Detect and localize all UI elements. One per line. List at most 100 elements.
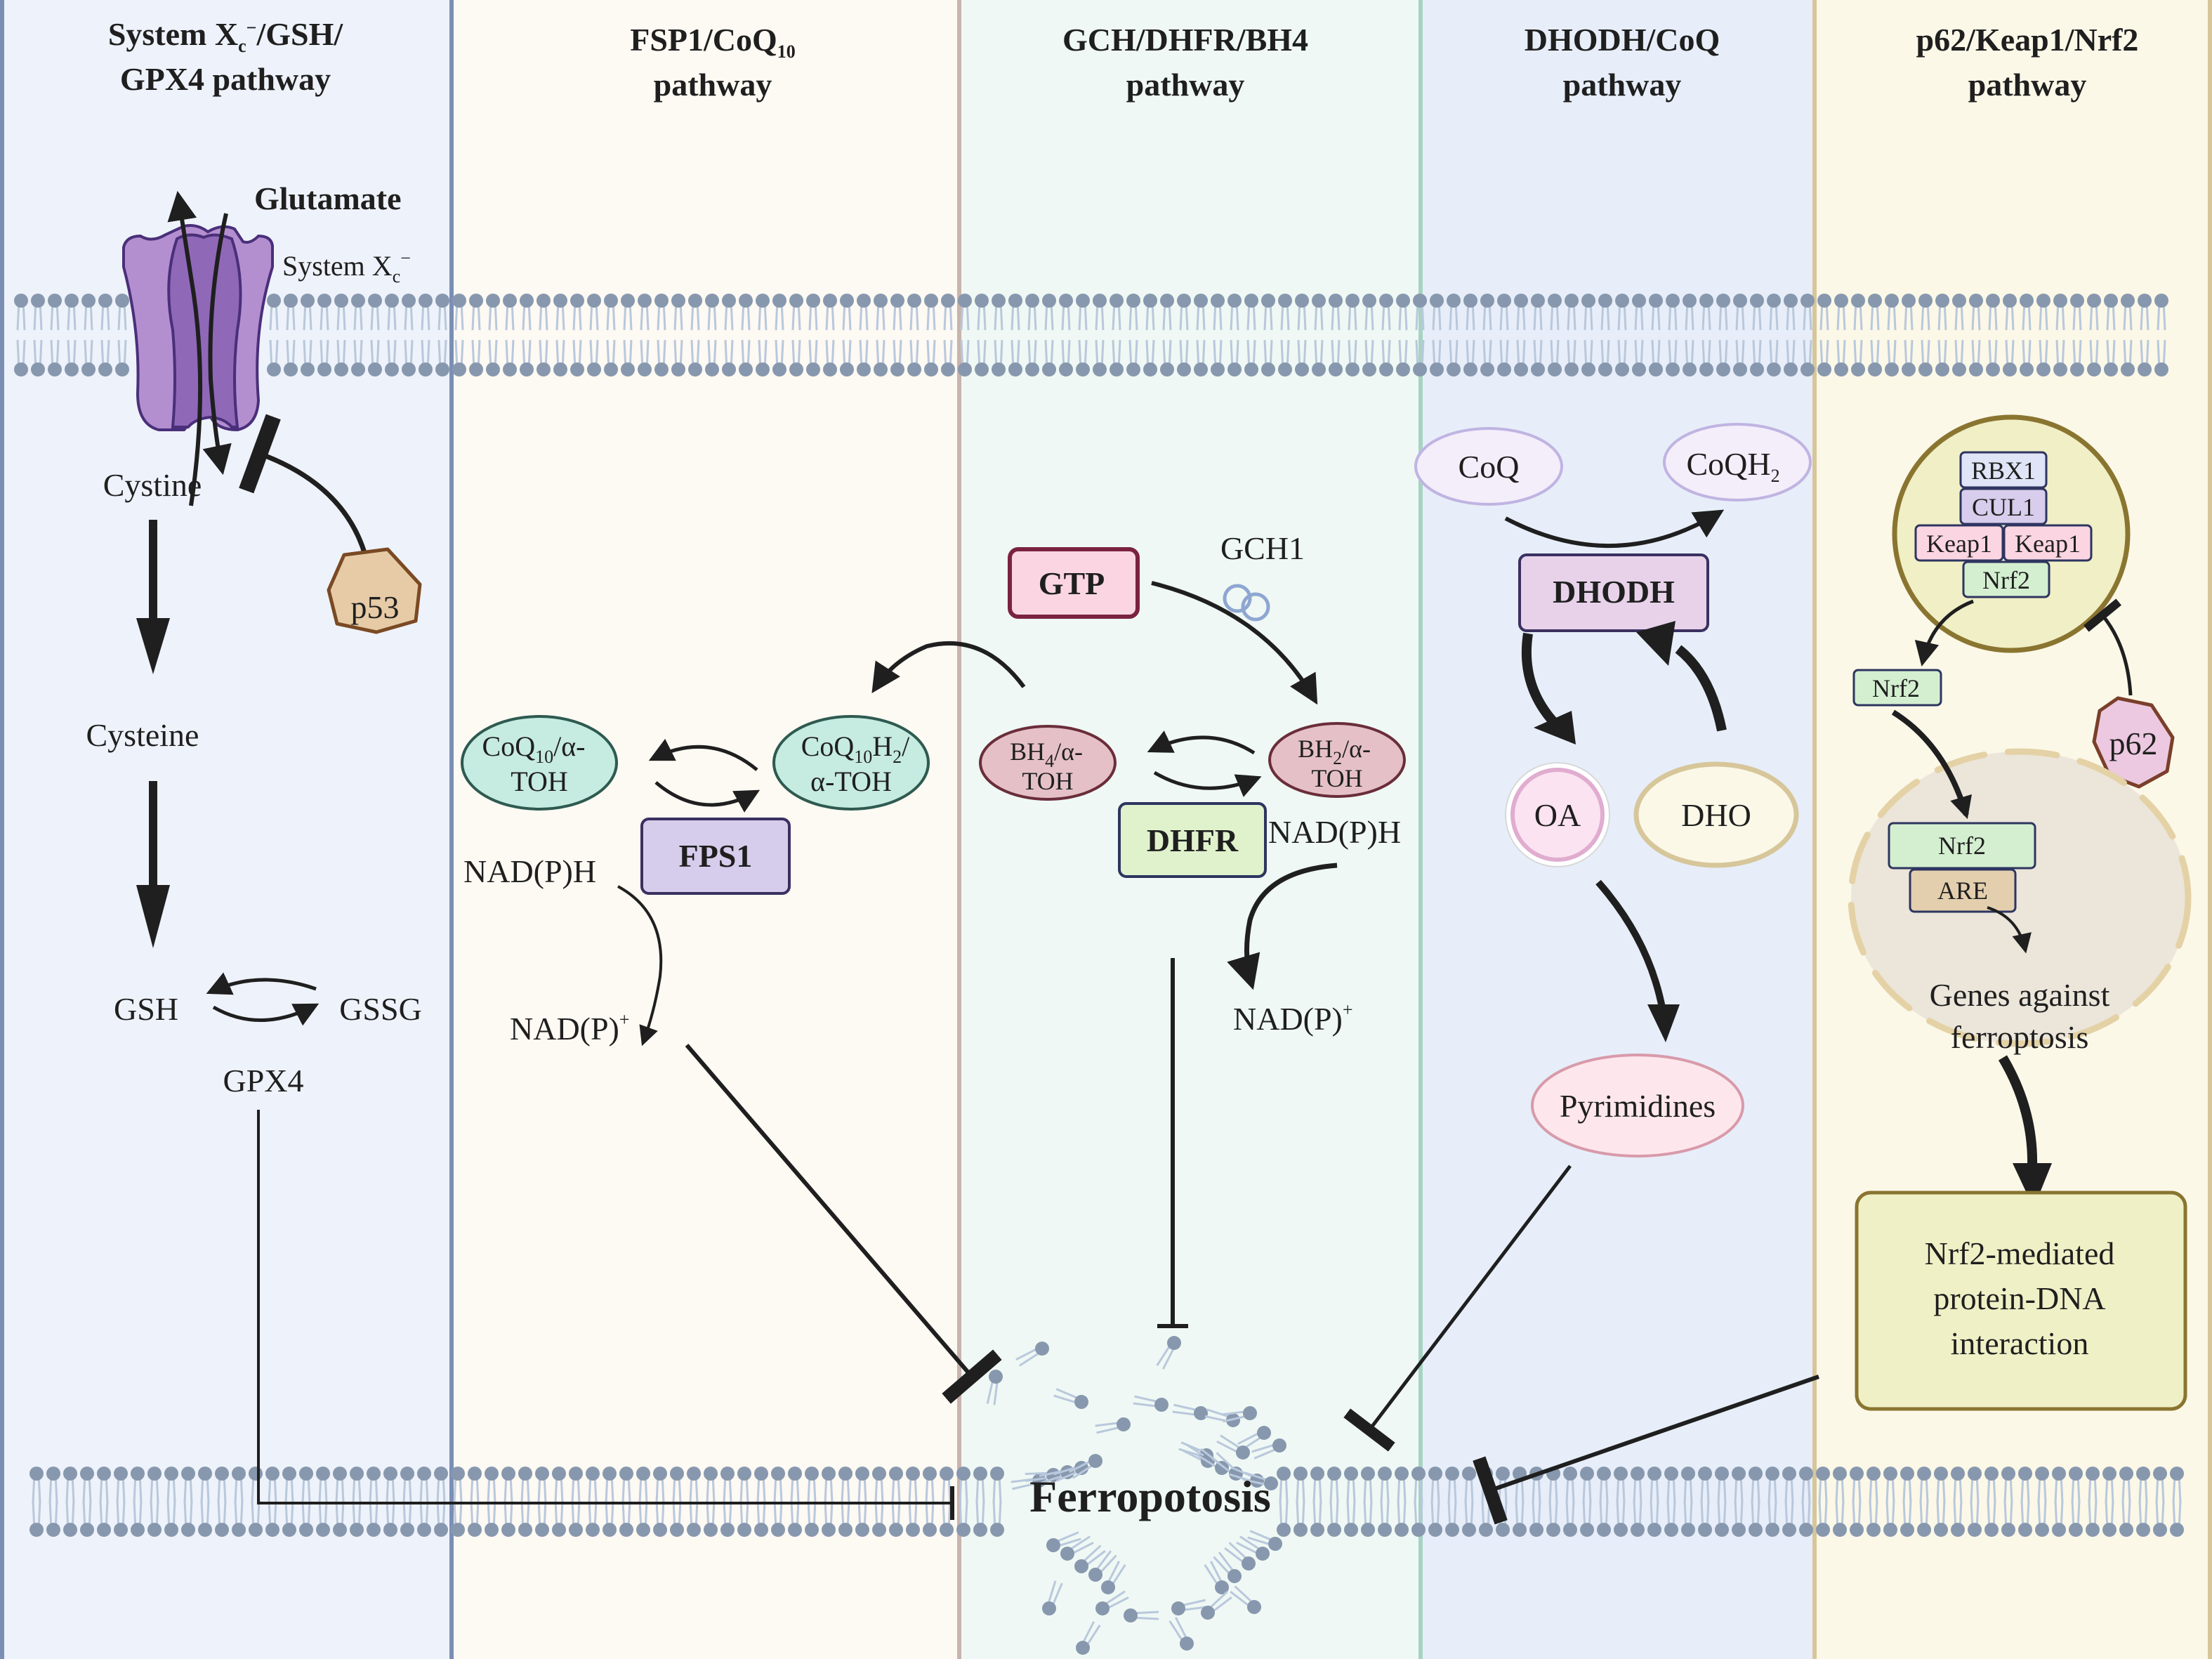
membrane-lipid — [1885, 294, 1899, 331]
panel-5-content: RBX1 CUL1 Keap1 Keap1 Nrf2 Nrf2 p62 Nrf2… — [1473, 414, 2192, 1525]
membrane-lipid — [1327, 1467, 1341, 1504]
membrane-lipid — [1428, 1467, 1442, 1504]
membrane-lipid — [1934, 1500, 1948, 1537]
membrane-lipid — [940, 1467, 954, 1504]
bh4-to-coq10h2-arrow — [871, 641, 1026, 694]
membrane-lipid — [351, 339, 365, 376]
membrane-lipid — [114, 1500, 128, 1537]
membrane-lipid — [890, 294, 904, 331]
membrane-lipid — [890, 339, 904, 376]
membrane-lipid — [1817, 294, 1831, 331]
genes-against-ferroptosis-line2: ferroptosis — [1951, 1019, 2089, 1055]
membrane-lipid — [789, 339, 803, 376]
membrane-lipid — [822, 1500, 836, 1537]
membrane-lipid — [2070, 339, 2084, 376]
membrane-lipid — [720, 1467, 735, 1504]
membrane-lipid — [1681, 1467, 1695, 1504]
membrane-lipid — [771, 1500, 785, 1537]
membrane-lipid — [754, 1467, 768, 1504]
membrane-lipid — [823, 339, 837, 376]
membrane-lipid — [181, 1500, 195, 1537]
membrane-lipid — [1683, 294, 1697, 331]
membrane-lipid — [1378, 1500, 1392, 1537]
membrane-lipid — [1497, 339, 1511, 376]
membrane-lipid — [29, 1467, 44, 1504]
membrane-lipid — [2036, 339, 2050, 376]
membrane-lipid — [1076, 294, 1090, 331]
panel-2-title-line2: pathway — [654, 67, 772, 103]
membrane-lipid — [46, 1500, 60, 1537]
membrane-lipid — [872, 1467, 886, 1504]
keap1-box-a — [1914, 524, 2004, 562]
membrane-lipid — [2087, 294, 2101, 331]
membrane-lipid — [1278, 339, 1292, 376]
membrane-lipid — [1868, 294, 1882, 331]
membrane-lipid — [1715, 1500, 1729, 1537]
membrane-lipid — [1834, 339, 1848, 376]
panel-4-content: CoQ CoQH2 DHODH OA DHO Pyrimidines — [1343, 423, 1812, 1452]
membrane-lipid — [1647, 1500, 1661, 1537]
membrane-lipid — [417, 1500, 431, 1537]
membrane-lipid — [1833, 1500, 1847, 1537]
membrane-lipid — [1312, 339, 1326, 376]
membrane-lipid — [553, 294, 567, 331]
panel-1-title-line1: System Xc−/GSH/ — [108, 16, 344, 56]
membrane-lipid — [1514, 294, 1528, 331]
membrane-lipid — [1310, 1500, 1324, 1537]
membrane-lipid — [1361, 1467, 1375, 1504]
gsh-to-gssg-arrow — [212, 1003, 320, 1026]
membrane-lipid — [687, 1500, 701, 1537]
membrane-lipid — [518, 1467, 532, 1504]
bh4-label-line2: TOH — [1022, 767, 1073, 795]
membrane-lipid — [756, 294, 770, 331]
membrane-lipid — [1986, 339, 2000, 376]
membrane-lipid — [1227, 339, 1242, 376]
membrane-lipid — [301, 339, 315, 376]
membrane-lipid — [1581, 339, 1595, 376]
membrane-lipid — [1563, 1500, 1577, 1537]
membrane-lipid — [587, 339, 601, 376]
membrane-lipid — [385, 339, 399, 376]
nrf2-outcome-inhibits-ferroptosis — [1473, 1375, 1819, 1525]
gtp-box — [1008, 547, 1140, 619]
membrane-lipid — [1750, 339, 1764, 376]
dho-node — [1633, 761, 1799, 868]
membrane-lipid — [1177, 294, 1191, 331]
membrane-lipid — [1749, 1500, 1763, 1537]
membrane-lipid — [2119, 1467, 2133, 1504]
membrane-lipid — [705, 339, 719, 376]
scattered-lipid — [1213, 1552, 1242, 1583]
membrane-lipid — [1666, 294, 1680, 331]
membrane-lipid — [316, 1467, 330, 1504]
scattered-lipid — [1015, 1342, 1049, 1367]
membrane-lipid — [1293, 1500, 1308, 1537]
membrane-lipid — [889, 1500, 903, 1537]
membrane-lipid — [1732, 1467, 1746, 1504]
membrane-lipid — [788, 1500, 802, 1537]
membrane-lipid — [1969, 339, 1983, 376]
p53-label: p53 — [351, 589, 400, 625]
membrane-lipid — [990, 1500, 1004, 1537]
scattered-lipid — [1172, 1403, 1208, 1420]
membrane-lipid — [1850, 1500, 1864, 1537]
membrane-lipid — [1042, 294, 1056, 331]
membrane-lipid — [1885, 339, 1899, 376]
rbx1-box — [1959, 451, 2048, 489]
scattered-lipid — [1242, 1471, 1278, 1490]
membrane-lipid — [1126, 339, 1140, 376]
membrane-lipid — [1411, 1467, 1426, 1504]
membrane-lipid — [81, 294, 96, 331]
membrane-lipid — [63, 1467, 77, 1504]
membrane-lipid — [975, 294, 989, 331]
membrane-lipid — [720, 1500, 735, 1537]
ferroptosis-label: Ferropotosis — [1029, 1471, 1271, 1521]
membrane-lipid — [973, 1467, 987, 1504]
membrane-lipid — [1295, 294, 1309, 331]
membrane-lipid — [1025, 339, 1039, 376]
membrane-lipid — [536, 294, 551, 331]
dhfr-enzyme-label: DHFR — [1147, 822, 1239, 858]
nrf2-nuclear-translocation-arrow — [1891, 709, 1972, 820]
dhfr-enzyme-box — [1118, 802, 1267, 878]
membrane-lipid — [754, 1500, 768, 1537]
membrane-lipid — [1563, 1467, 1577, 1504]
